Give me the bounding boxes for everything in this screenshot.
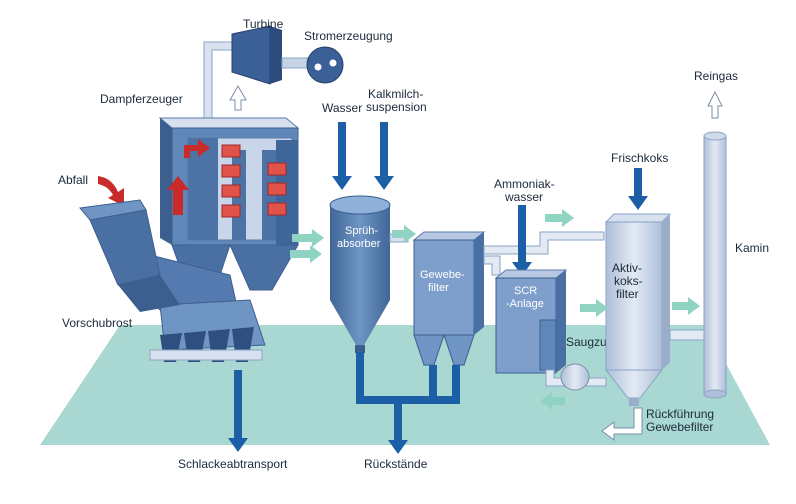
label-dampferzeuger: Dampferzeuger [100, 92, 183, 106]
scr-unit [494, 269, 568, 374]
label-rueckstaende: Rückstände [364, 457, 428, 471]
generator-hub-left [314, 63, 322, 71]
gas-arrow-absorber [392, 225, 416, 243]
waste-arrow [98, 176, 124, 206]
label-ammoniakwasser-2: wasser [504, 190, 543, 204]
label-scr-1: SCR [514, 285, 537, 297]
boiler [139, 117, 300, 362]
fabric-filter [412, 231, 486, 366]
label-ammoniakwasser-1: Ammoniak- [494, 177, 555, 191]
gas-arrow-coke-in [580, 299, 608, 317]
heat-arrow-2 [184, 139, 210, 158]
gas-arrow-scr-in [545, 209, 574, 227]
label-scr-2: -Anlage [506, 298, 544, 310]
recirculation-arrow [601, 407, 643, 441]
stack [703, 131, 727, 399]
label-wasser: Wasser [322, 101, 362, 115]
steam-pipe-outline [203, 41, 232, 128]
label-reingas: Reingas [694, 69, 738, 83]
duct-filter-scr [483, 231, 605, 255]
label-frischkoks: Frischkoks [611, 151, 668, 165]
duct-to-stack [669, 329, 709, 341]
waste-chute [89, 209, 161, 286]
turbine-shaft [281, 57, 309, 69]
waste-chute-lower [118, 275, 180, 312]
heat-arrow-1 [167, 176, 189, 215]
label-stromerzeugung: Stromerzeugung [304, 29, 393, 43]
label-kamin: Kamin [735, 241, 769, 255]
gas-arrow-boiler-1 [292, 229, 324, 247]
label-aktivkoks-2: koks- [614, 274, 643, 288]
label-vorschubrost: Vorschubrost [62, 316, 133, 330]
label-saugzug: Saugzug [566, 335, 613, 349]
label-abfall: Abfall [58, 173, 88, 187]
generator [306, 46, 344, 84]
ammonia-arrow [512, 205, 532, 276]
lime-arrow [374, 122, 394, 190]
label-aktivkoks-1: Aktiv- [612, 261, 642, 275]
label-kalkmilch-1: Kalkmilch- [368, 87, 423, 101]
label-aktivkoks-3: filter [616, 287, 639, 301]
slag-arrow [228, 370, 248, 452]
steam-return-arrow [229, 84, 247, 111]
gas-arrow-fan [540, 392, 565, 410]
label-turbine: Turbine [243, 17, 284, 31]
label-gewebefilter-1: Gewebe- [420, 269, 465, 281]
label-kalkmilch-2: suspension [366, 100, 427, 114]
turbine [231, 25, 271, 85]
water-arrow [332, 122, 352, 190]
label-gewebefilter-2: filter [428, 282, 449, 294]
label-spruehabsorber-2: absorber [337, 238, 381, 250]
label-rueckfuehrung-1: Rückführung [646, 407, 714, 421]
label-rueckfuehrung-2: Gewebefilter [646, 420, 713, 434]
label-spruehabsorber-1: Sprüh- [345, 225, 378, 237]
label-schlackeabtransport: Schlackeabtransport [178, 457, 288, 471]
spray-absorber [329, 195, 391, 353]
generator-hub-right [329, 59, 337, 67]
heat-exchanger-blocks [221, 144, 287, 218]
coke-arrow [628, 168, 648, 210]
steam-pipe [204, 42, 232, 128]
duct-to-scr [483, 255, 501, 276]
gas-arrow-boiler-2 [290, 245, 322, 263]
activated-coke-filter [604, 213, 672, 406]
saugzug-fan [560, 363, 590, 391]
gas-arrow-stack [672, 297, 700, 315]
residue-collector [356, 352, 460, 454]
turbine-face [270, 26, 282, 84]
clean-gas-arrow [707, 90, 723, 119]
